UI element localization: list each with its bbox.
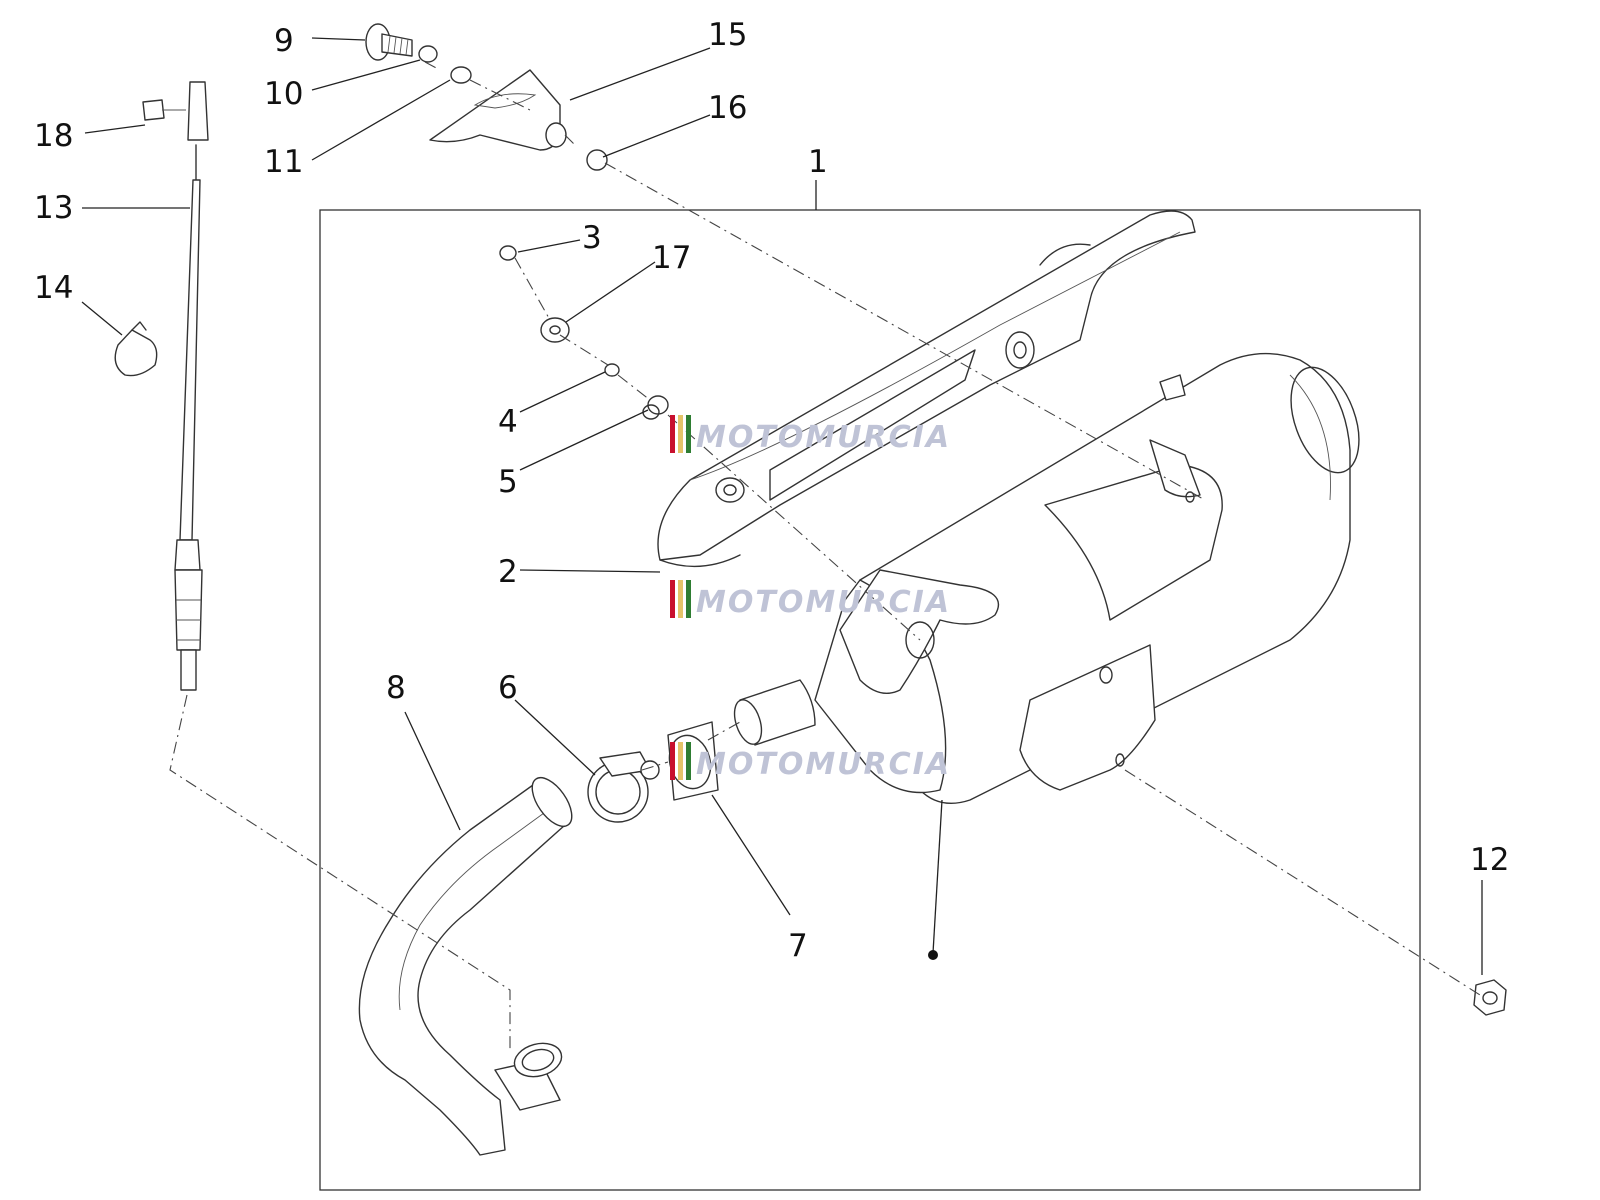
washer-11: [450, 66, 472, 84]
watermark-text: MOTOMURCIA: [696, 420, 951, 455]
watermark-stripe: [686, 580, 691, 618]
callout-14: 14: [34, 270, 73, 306]
nut-12: [1473, 979, 1507, 1016]
callout-8: 8: [386, 670, 406, 706]
watermark-text: MOTOMURCIA: [696, 747, 951, 782]
exhaust-bracket-15: [429, 69, 567, 151]
callout-16: 16: [708, 90, 747, 126]
leader-lines: [81, 37, 1483, 975]
callout-labels: 9 10 11 18 13 14 15 16 1 3 17 4 5 2 8 6 …: [34, 17, 1509, 964]
washer-4: [604, 363, 620, 377]
callout-1: 1: [808, 144, 828, 180]
screw-3: [499, 245, 517, 261]
callout-10: 10: [264, 76, 303, 112]
callout-15: 15: [708, 17, 747, 53]
watermark-stripe: [678, 415, 683, 453]
watermark-stripe: [678, 742, 683, 780]
bolt-9: [365, 23, 413, 61]
callout-7: 7: [788, 928, 808, 964]
assembly-frame: [319, 209, 1421, 1191]
heat-shield: [657, 210, 1196, 568]
callout-9: 9: [274, 23, 294, 59]
clip-18: [142, 99, 186, 121]
watermark-1: MOTOMURCIA: [670, 415, 951, 455]
callout-17: 17: [652, 240, 691, 276]
watermark-stripe: [678, 580, 683, 618]
watermark-3: MOTOMURCIA: [670, 742, 951, 782]
washer-16: [586, 149, 608, 171]
callout-18: 18: [34, 118, 73, 154]
reference-dot: [928, 950, 938, 960]
callout-3: 3: [582, 220, 602, 256]
watermark-text: MOTOMURCIA: [696, 585, 951, 620]
exhaust-pipe-8: [358, 776, 573, 1156]
muffler-assembly: [733, 352, 1360, 804]
callout-11: 11: [264, 144, 303, 180]
washer-10: [418, 45, 438, 63]
callout-6: 6: [498, 670, 518, 706]
callout-13: 13: [34, 190, 73, 226]
grommet-5: [642, 395, 669, 420]
watermark-stripe: [670, 742, 675, 780]
callout-5: 5: [498, 464, 518, 500]
watermark-stripe: [670, 415, 675, 453]
lambda-sensor-13: [174, 81, 209, 691]
callout-12: 12: [1470, 842, 1509, 878]
cable-tie-14: [114, 321, 158, 377]
clamp-6: [587, 751, 660, 823]
watermark-stripe: [670, 580, 675, 618]
callout-2: 2: [498, 554, 518, 590]
watermark-stripe: [686, 742, 691, 780]
watermark-2: MOTOMURCIA: [670, 580, 951, 620]
assembly-lines: [169, 61, 1481, 1050]
watermark-stripe: [686, 415, 691, 453]
callout-4: 4: [498, 404, 518, 440]
